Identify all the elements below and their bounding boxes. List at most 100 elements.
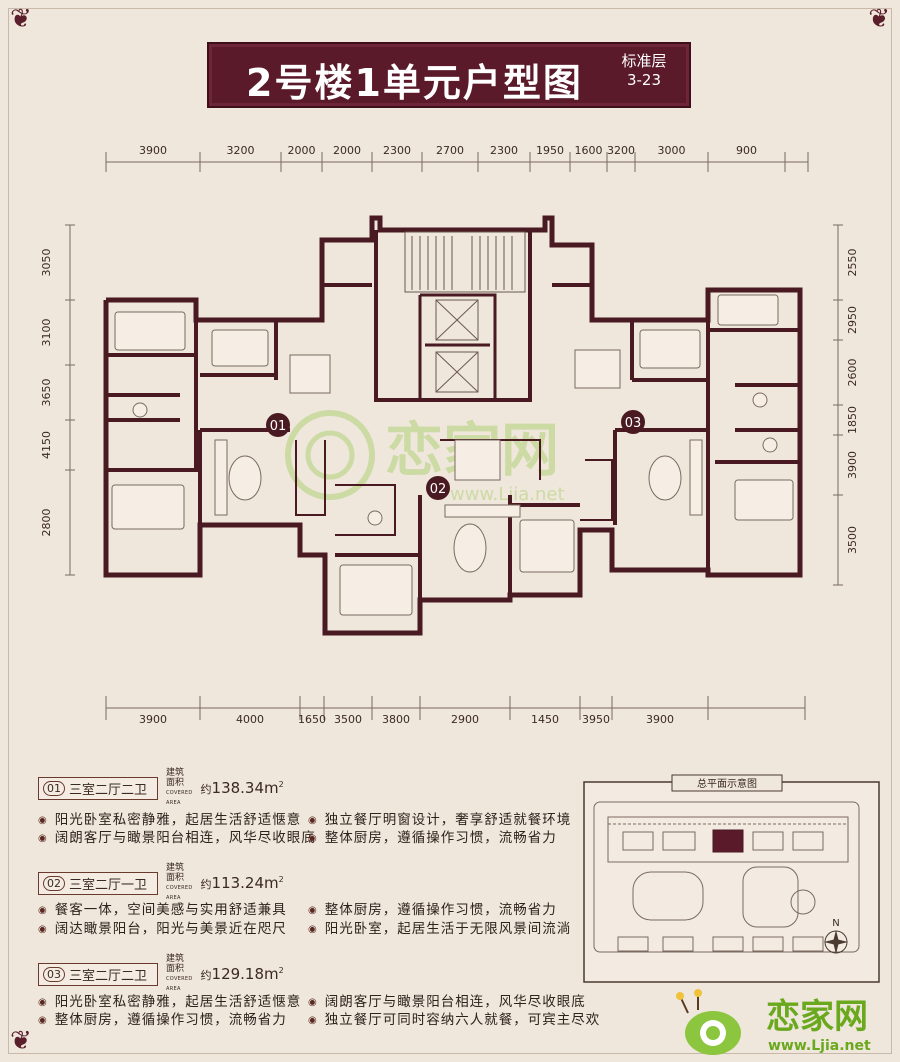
dimension-value: 2600 bbox=[846, 359, 859, 387]
unit-marker-03: 03 bbox=[621, 410, 645, 434]
bed-icon bbox=[639, 329, 701, 369]
interior-walls bbox=[106, 283, 800, 633]
svg-text:02: 02 bbox=[430, 482, 447, 497]
area-label-zh: 建筑面积 bbox=[166, 768, 185, 788]
dimension-value: 3050 bbox=[40, 249, 53, 277]
area-label-en: COVERED AREA bbox=[166, 790, 193, 806]
unit-marker-02: 02 bbox=[426, 476, 450, 500]
feature-item: 餐客一体，空间美感与实用舒适兼具 bbox=[38, 898, 287, 918]
dimension-value: 3200 bbox=[607, 144, 635, 157]
dimension-value: 1600 bbox=[575, 144, 603, 157]
area-label: 建筑面积 COVERED AREA bbox=[166, 863, 193, 903]
feature-item: 阔朗客厅与瞰景阳台相连，风华尽收眼底 bbox=[38, 826, 316, 846]
page-frame bbox=[8, 8, 892, 1054]
dimension-value: 4150 bbox=[40, 431, 53, 459]
feature-item: 独立餐厅明窗设计，奢享舒适就餐环境 bbox=[308, 808, 571, 828]
area-unit-sup: 2 bbox=[278, 966, 284, 975]
area-value: 约113.24m2 bbox=[201, 874, 284, 892]
floor-numbers: 3-23 bbox=[626, 71, 662, 89]
area-label: 建筑面积 COVERED AREA bbox=[166, 768, 193, 808]
site-plan-title: 总平面示意图 bbox=[697, 777, 757, 790]
feature-item: 阳光卧室私密静雅，起居生活舒适惬意 bbox=[38, 990, 301, 1010]
sofa-icon bbox=[444, 504, 521, 518]
unit-number: 03 bbox=[43, 966, 65, 982]
unit-header-03: 03 三室二厅二卫 建筑面积 COVERED AREA 约129.18m2 bbox=[38, 954, 284, 994]
dimension-value: 3900 bbox=[846, 451, 859, 479]
unit-header-01: 01 三室二厅二卫 建筑面积 COVERED AREA 约138.34m2 bbox=[38, 768, 284, 808]
dimension-value: 2000 bbox=[288, 144, 316, 157]
dimension-value: 2550 bbox=[846, 249, 859, 277]
dimension-value: 3900 bbox=[139, 713, 167, 726]
svg-text:03: 03 bbox=[625, 416, 642, 431]
snail-logo-icon bbox=[676, 989, 741, 1055]
brand-name: 恋家网 bbox=[766, 997, 868, 1037]
north-label: N bbox=[832, 918, 839, 929]
area-label: 建筑面积 COVERED AREA bbox=[166, 954, 193, 994]
dining-table-icon bbox=[574, 349, 621, 389]
area-label-en: COVERED AREA bbox=[166, 976, 193, 992]
toilet-icon bbox=[752, 392, 768, 408]
bed-icon bbox=[111, 484, 185, 530]
unit-badge-03: 03 三室二厅二卫 bbox=[38, 962, 159, 986]
unit-type: 三室二厅二卫 bbox=[69, 782, 148, 798]
svg-text:01: 01 bbox=[270, 419, 287, 434]
dining-table-icon bbox=[454, 439, 501, 481]
dimension-value: 2700 bbox=[436, 144, 464, 157]
dimension-value: 2300 bbox=[490, 144, 518, 157]
toilet-icon bbox=[132, 402, 148, 418]
dimension-value: 3100 bbox=[40, 319, 53, 347]
watermark-logo: 恋家网 www.Ljia.net bbox=[285, 410, 565, 505]
floor-range: 标准层 3-23 bbox=[609, 52, 679, 90]
dimension-value: 2000 bbox=[333, 144, 361, 157]
toilet-icon bbox=[762, 437, 778, 453]
bed-icon bbox=[519, 519, 575, 573]
dimension-value: 3950 bbox=[582, 713, 610, 726]
brand-url: www.Ljia.net bbox=[768, 1038, 871, 1054]
dimension-value: 3500 bbox=[334, 713, 362, 726]
coffee-table-icon bbox=[453, 523, 487, 573]
dimension-value: 2300 bbox=[383, 144, 411, 157]
feature-item: 阳光卧室，起居生活于无限风景间流淌 bbox=[308, 917, 571, 937]
unit-badge-01: 01 三室二厅二卫 bbox=[38, 776, 159, 800]
floor-label: 标准层 bbox=[621, 52, 667, 70]
feature-item: 阔朗客厅与瞰景阳台相连，风华尽收眼底 bbox=[308, 990, 586, 1010]
unit-marker-01: 01 bbox=[266, 413, 290, 437]
sofa-icon bbox=[689, 439, 703, 516]
dimension-value: 900 bbox=[736, 144, 757, 157]
area-label-zh: 建筑面积 bbox=[166, 863, 185, 883]
bed-icon bbox=[339, 564, 413, 616]
staircase bbox=[404, 231, 526, 293]
area-number: 138.34m bbox=[211, 779, 279, 797]
bed-icon bbox=[114, 311, 186, 351]
furniture bbox=[111, 294, 794, 616]
dimension-value: 1850 bbox=[846, 406, 859, 434]
dimension-value: 3000 bbox=[658, 144, 686, 157]
dimension-value: 3900 bbox=[139, 144, 167, 157]
area-prefix: 约 bbox=[200, 878, 212, 891]
corner-ornament-bottom-left: ❦ bbox=[10, 1026, 32, 1056]
dimension-value: 2900 bbox=[451, 713, 479, 726]
area-label-zh: 建筑面积 bbox=[166, 954, 185, 974]
sofa-icon bbox=[214, 439, 228, 516]
dimension-value: 3800 bbox=[382, 713, 410, 726]
dimension-value: 3650 bbox=[40, 379, 53, 407]
unit-number: 01 bbox=[43, 780, 65, 796]
feature-item: 整体厨房，遵循操作习惯，流畅省力 bbox=[38, 1008, 287, 1028]
area-prefix: 约 bbox=[200, 783, 212, 796]
dimension-value: 1650 bbox=[298, 713, 326, 726]
toilet-icon bbox=[367, 510, 383, 526]
bed-icon bbox=[734, 479, 794, 521]
dimension-value: 2950 bbox=[846, 306, 859, 334]
area-value: 约138.34m2 bbox=[201, 779, 284, 797]
feature-item: 阳光卧室私密静雅，起居生活舒适惬意 bbox=[38, 808, 301, 828]
coffee-table-icon bbox=[228, 455, 262, 501]
watermark-url: www.Ljia.net bbox=[450, 484, 565, 505]
unit-type: 三室二厅二卫 bbox=[69, 968, 148, 984]
area-unit-sup: 2 bbox=[278, 875, 284, 884]
dimension-value: 4000 bbox=[236, 713, 264, 726]
feature-item: 独立餐厅可同时容纳六人就餐，可宾主尽欢 bbox=[308, 1008, 600, 1028]
